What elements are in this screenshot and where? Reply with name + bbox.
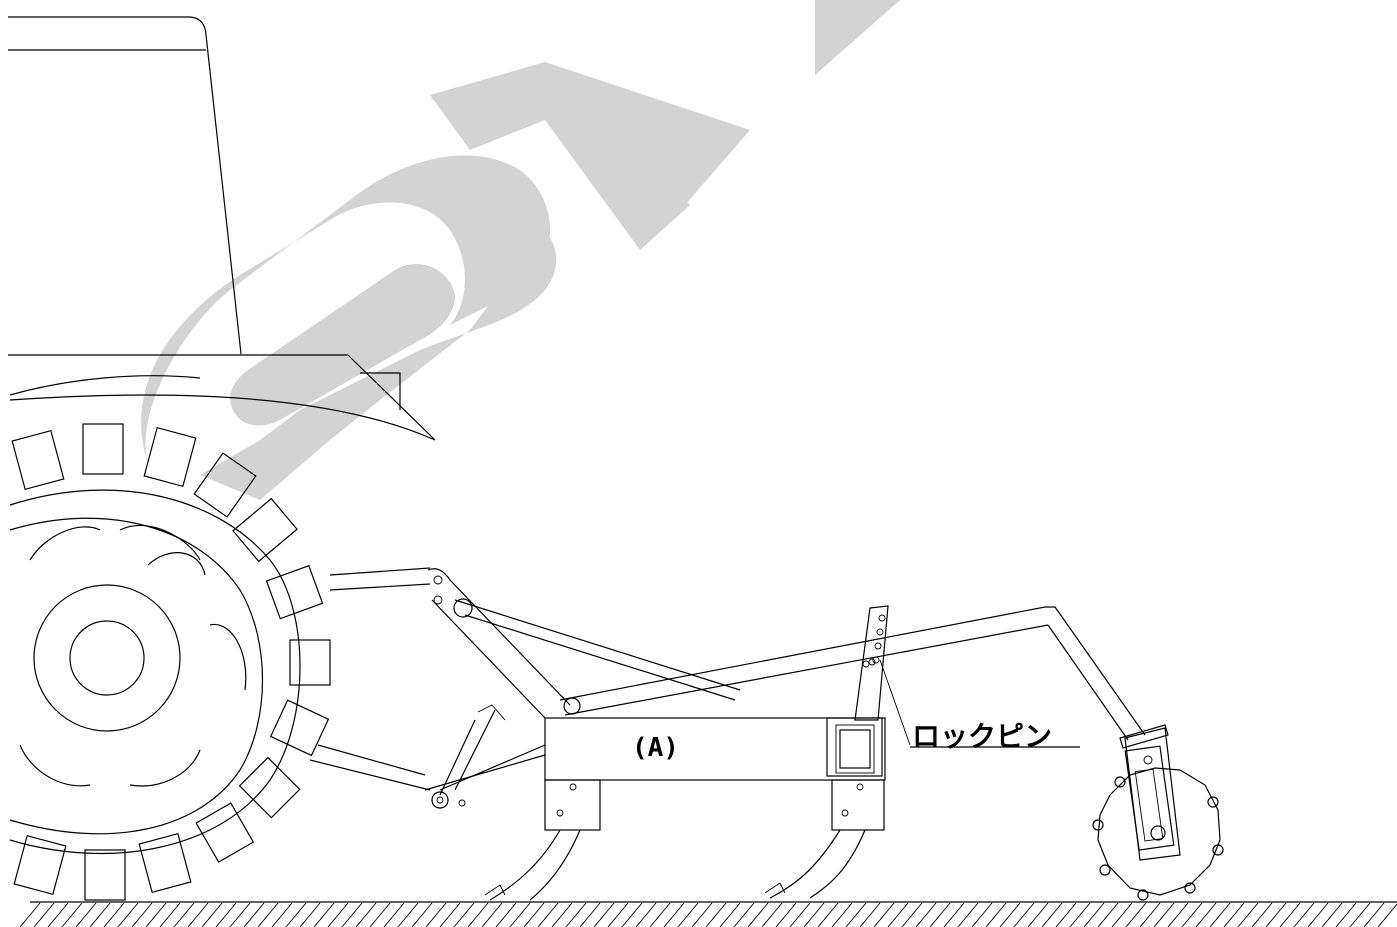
hitch-linkage [309,567,741,809]
gauge-wheel [1092,724,1224,901]
main-arm [559,606,1146,741]
section-label-a: (A) [632,733,679,763]
ground [19,901,1397,927]
watermark [141,0,900,500]
frame-a [544,717,886,831]
lock-pin-label: ロックピン [912,720,1052,753]
rear-wheel [9,423,331,901]
lock-pin-bracket [854,605,911,746]
tractor [8,16,436,441]
shanks [484,829,866,901]
